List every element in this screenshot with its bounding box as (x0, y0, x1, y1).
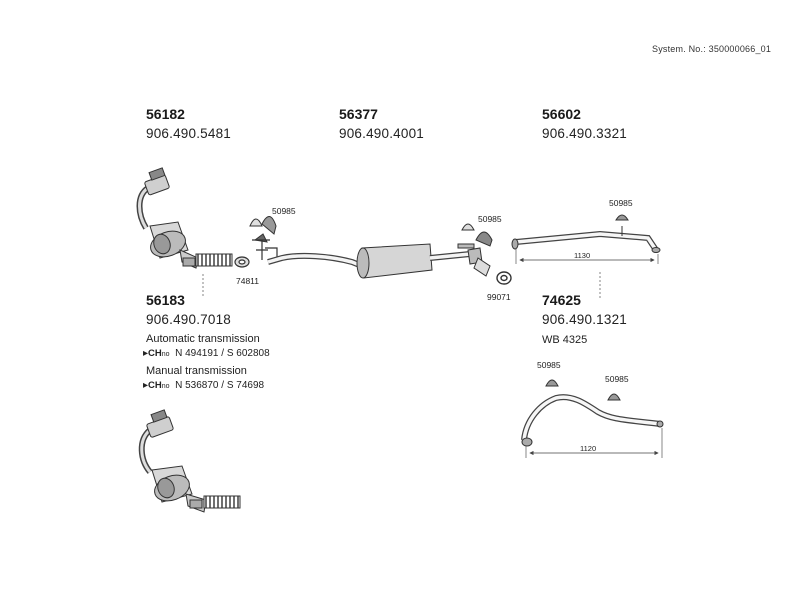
oe-number-56377: 906.490.4001 (339, 126, 424, 141)
clamp-50985-a (249, 216, 277, 243)
chassis-range-manual: ▸CHno N 536870 / S 74698 (143, 380, 265, 391)
dimension-line-56602 (515, 248, 659, 264)
ring-label-74811: 74811 (236, 276, 260, 286)
clamp-label-50985-a: 50985 (272, 206, 296, 216)
oe-number-74625: 906.490.1321 (542, 312, 627, 327)
rear-pipe-56602 (511, 214, 661, 253)
clamp-label-50985-c: 50985 (609, 198, 633, 208)
dimension-label-56602: 1130 (574, 251, 591, 260)
chassis-arrow-icon: ▸ (143, 380, 149, 391)
catalytic-converter-56182 (136, 167, 233, 269)
dimension-label-74625: 1120 (580, 444, 597, 453)
part-number-56182: 56182 (146, 106, 185, 122)
clamp-label-50985-e: 50985 (605, 374, 629, 384)
transmission-label-manual: Manual transmission (146, 365, 247, 377)
transmission-label-automatic: Automatic transmission (146, 333, 260, 345)
gasket-label-99071: 99071 (487, 292, 511, 302)
wheelbase-label: WB 4325 (542, 334, 588, 346)
gasket-99071 (496, 271, 512, 285)
part-number-56183: 56183 (146, 292, 185, 308)
middle-silencer-56377 (267, 243, 491, 279)
clamp-50985-b (457, 223, 493, 249)
system-number: System. No.: 350000066_01 (652, 44, 772, 54)
clamp-label-50985-b: 50985 (478, 214, 502, 224)
oe-number-56602: 906.490.3321 (542, 126, 627, 141)
chassis-arrow-icon: ▸ (143, 348, 149, 359)
dimension-line-74625 (525, 428, 663, 458)
part-number-56377: 56377 (339, 106, 378, 122)
part-number-56602: 56602 (542, 106, 581, 122)
oe-number-56182: 906.490.5481 (146, 126, 231, 141)
clamp-label-50985-d: 50985 (537, 360, 561, 370)
part-number-74625: 74625 (542, 292, 581, 308)
chassis-range-automatic: ▸CHno N 494191 / S 602808 (143, 348, 270, 359)
rear-pipe-74625 (521, 379, 664, 447)
bracket-74811 (234, 239, 278, 268)
catalytic-converter-56183 (138, 409, 241, 513)
oe-number-56183: 906.490.7018 (146, 312, 231, 327)
